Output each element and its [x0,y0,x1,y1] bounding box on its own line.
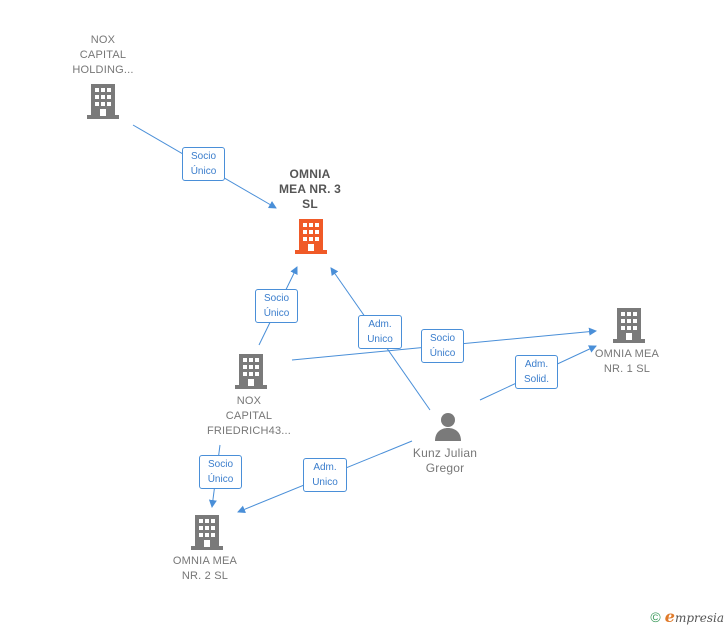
building-icon[interactable] [612,306,646,344]
edge-label-friedrich-to-mea2: Socio Único [199,455,242,489]
edge-label-friedrich-to-mea3: Socio Único [255,289,298,323]
node-label-omnia-mea-3: OMNIA MEA NR. 3 SL [278,167,342,211]
building-icon[interactable] [234,352,268,390]
person-icon[interactable] [432,410,464,442]
edge-label-kunz-to-mea3: Adm. Unico [358,315,402,349]
edge-label-kunz-to-mea2: Adm. Unico [303,458,347,492]
building-icon-highlighted[interactable] [294,217,328,255]
node-label-nox-capital-holding: NOX CAPITAL HOLDING... [72,34,134,76]
copyright-symbol: © [650,608,661,625]
node-label-kunz-julian: Kunz Julian Gregor [412,446,478,475]
logo-text: mpresia [674,611,724,625]
node-label-omnia-mea-1: OMNIA MEA NR. 1 SL [594,348,660,375]
node-label-omnia-mea-2: OMNIA MEA NR. 2 SL [172,555,238,582]
empresia-footer: © empresia [650,607,724,626]
empresia-logo[interactable]: empresia [665,607,724,626]
edge-label-kunz-to-mea1: Adm. Solid. [515,355,558,389]
edge-label-friedrich-to-mea1: Socio Único [421,329,464,363]
node-label-nox-capital-friedrich: NOX CAPITAL FRIEDRICH43... [206,395,292,437]
building-icon[interactable] [190,513,224,551]
logo-initial: e [664,607,675,626]
building-icon[interactable] [86,82,120,120]
edge-label-holding-to-mea3: Socio Único [182,147,225,181]
